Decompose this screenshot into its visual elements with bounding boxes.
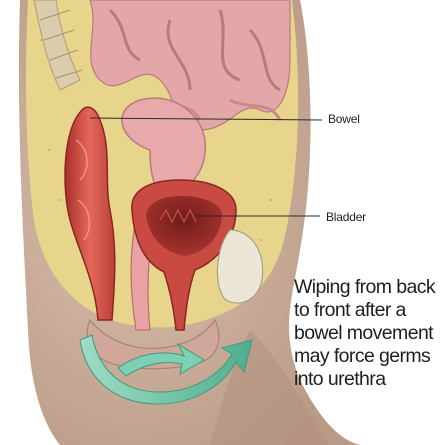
bowel-label: Bowel xyxy=(328,112,360,126)
caption-line: into urethra xyxy=(294,368,440,391)
caption-line: may force germs xyxy=(294,345,440,368)
caption: Wiping from back to front after a bowel … xyxy=(294,276,440,391)
bladder-label: Bladder xyxy=(326,210,366,224)
caption-line: bowel movement xyxy=(294,322,440,345)
caption-line: to front after a xyxy=(294,299,440,322)
caption-line: Wiping from back xyxy=(294,276,440,299)
